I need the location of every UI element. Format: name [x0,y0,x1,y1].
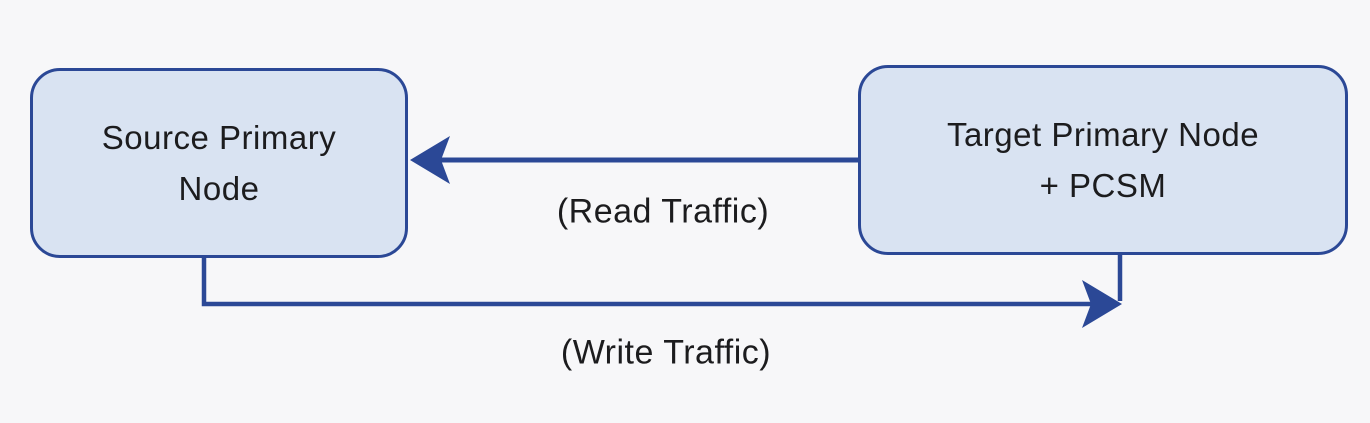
source-primary-node-box: Source Primary Node [30,68,408,258]
write-arrowhead-icon [1082,280,1122,328]
target-node-label-line1: Target Primary Node [946,115,1260,153]
target-node-label-line2: + PCSM [1039,167,1167,204]
source-node-label-line1: Source Primary [101,118,337,156]
target-primary-node-box: Target Primary Node + PCSM [858,65,1348,255]
read-traffic-label: (Read Traffic) [556,192,770,231]
read-traffic-arrow [410,136,858,184]
write-traffic-arrow [201,255,1123,328]
source-node-label-line2: Node [178,170,260,207]
write-traffic-label: (Write Traffic) [560,333,772,372]
read-arrowhead-icon [410,136,450,184]
